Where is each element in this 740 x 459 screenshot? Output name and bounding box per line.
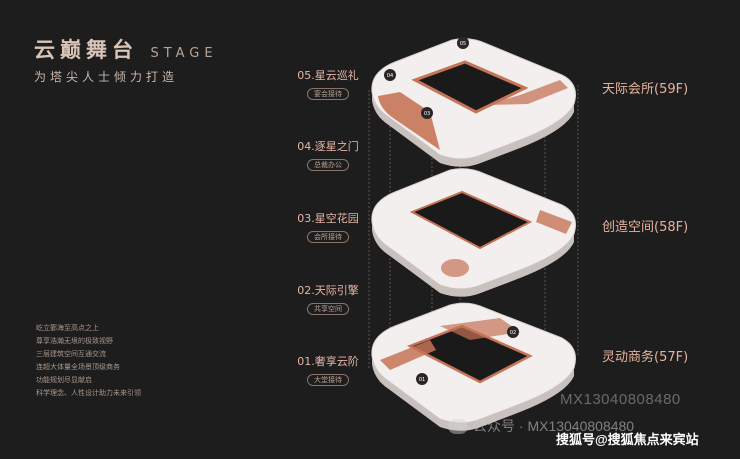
marker-label: 03 (424, 111, 430, 117)
floor-label-58f: 创造空间(58F) (602, 220, 689, 235)
zone-04: 04.逐星之门 总裁办公 (272, 138, 384, 172)
list-item: 三层建筑空间互通交流 (36, 350, 106, 358)
list-item: 功能规划尽显献启 (36, 376, 92, 384)
floor-label-59f: 天际会所(59F) (602, 82, 689, 97)
marker-label: 02 (510, 330, 516, 336)
zone-tag: 大堂接待 (307, 374, 349, 386)
zone-name: 02.天际引擎 (297, 284, 359, 297)
zone-name: 04.逐星之门 (297, 140, 359, 153)
list-item: 尊享浩瀚无垠的极致视野 (36, 337, 113, 345)
watermark-site: 搜狐号@搜狐焦点来宾站 (556, 432, 699, 447)
list-item: 屹立鄞海至高点之上 (36, 324, 99, 332)
wechat-icon (448, 418, 468, 434)
zone-tag: 宴会接待 (307, 88, 349, 100)
floor-label-57f: 灵动商务(57F) (602, 350, 689, 365)
marker-label: 01 (419, 377, 425, 383)
marker-label: 04 (387, 73, 393, 79)
zone-name: 05.星云巡礼 (297, 69, 359, 82)
zone-name: 01.奢享云阶 (297, 355, 359, 368)
page-title-en: STAGE (150, 46, 218, 61)
zone-tag: 共享空间 (307, 303, 349, 315)
title-block: 云巅舞台 STAGE 为塔尖人士倾力打造 (34, 34, 218, 85)
zone-name: 03.星空花园 (297, 212, 359, 225)
zone-tag: 总裁办公 (307, 159, 349, 171)
watermark-wechat: 公众号 · MX13040808480 (448, 416, 634, 436)
zone-03: 03.星空花园 会所接待 (272, 210, 384, 244)
zone-05: 05.星云巡礼 宴会接待 (272, 67, 384, 101)
floor-58f (371, 168, 576, 297)
zone-01: 01.奢享云阶 大堂接待 (272, 353, 384, 387)
zone-02: 02.天际引擎 共享空间 (272, 282, 384, 316)
list-item: 连超大体量全场景顶级商务 (36, 363, 120, 371)
floor-59f: 04 05 03 (371, 37, 576, 167)
list-item: 科学理念、人性设计助力未来引领 (36, 389, 141, 397)
floor-57f: 02 01 (371, 302, 576, 431)
watermark-id: MX13040808480 (560, 391, 681, 408)
feature-list: 屹立鄞海至高点之上 尊享浩瀚无垠的极致视野 三层建筑空间互通交流 连超大体量全场… (36, 322, 141, 400)
page-subtitle: 为塔尖人士倾力打造 (34, 70, 179, 84)
page-title: 云巅舞台 (34, 38, 138, 62)
marker-label: 05 (460, 41, 466, 47)
watermark-wechat-text: 公众号 · MX13040808480 (473, 418, 635, 434)
zone-tag: 会所接待 (307, 231, 349, 243)
